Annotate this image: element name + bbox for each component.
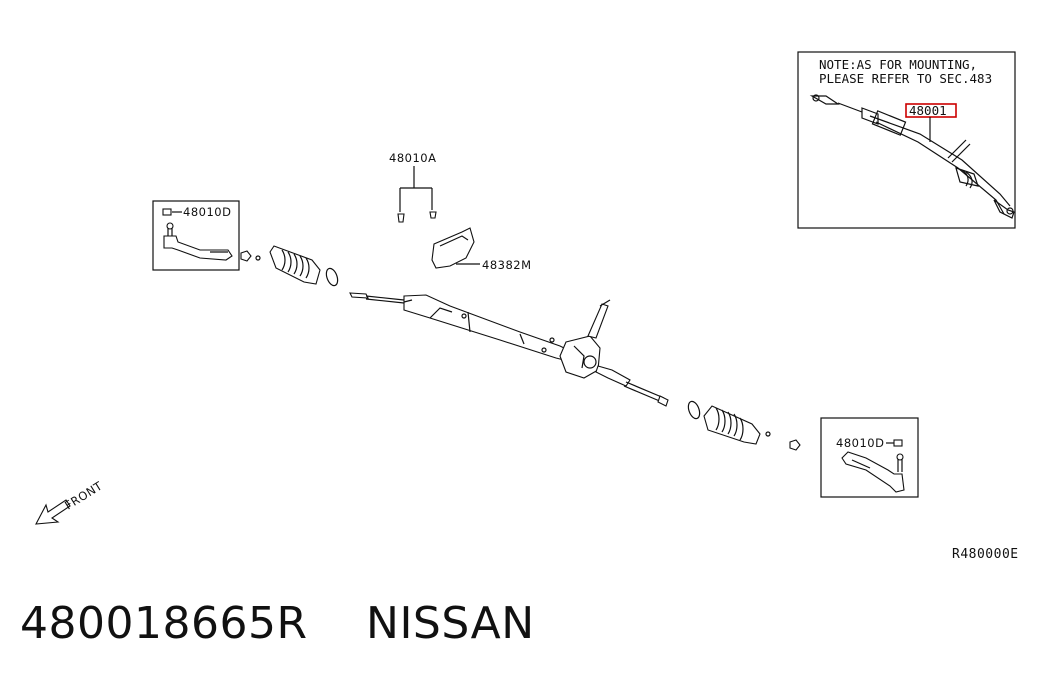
boot-band-left — [325, 267, 339, 287]
insulator: 48382M — [431, 227, 532, 272]
note-line-1: NOTE:AS FOR MOUNTING, — [819, 57, 977, 72]
inset-panel: NOTE:AS FOR MOUNTING, PLEASE REFER TO SE… — [797, 51, 1016, 229]
nut-right — [789, 439, 801, 451]
label-48382m[interactable]: 48382M — [482, 258, 532, 272]
front-arrow-icon — [35, 499, 71, 525]
tie-rod-end-right — [841, 451, 905, 493]
note-line-2: PLEASE REFER TO SEC.483 — [819, 71, 992, 86]
right-tie-rod-end-panel: 48010D — [820, 417, 919, 498]
nut-left — [240, 250, 252, 262]
left-tie-rod-end-panel: 48010D — [152, 200, 240, 271]
front-direction-indicator: FRONT — [35, 478, 105, 525]
washer-left — [255, 255, 261, 261]
part-number: 480018665R — [20, 598, 308, 649]
brand-name: NISSAN — [366, 598, 535, 649]
label-48010d-left[interactable]: 48010D — [183, 205, 231, 219]
label-48010d-right[interactable]: 48010D — [836, 436, 884, 450]
washer-right — [765, 431, 771, 437]
figure-code: R480000E — [952, 547, 1019, 562]
clip-icon — [893, 439, 903, 447]
inset-assembly-drawing — [809, 94, 1015, 219]
part-caption: 480018665R NISSAN — [20, 598, 535, 649]
steering-gear-assembly[interactable] — [349, 292, 669, 407]
dust-boot-left — [269, 245, 321, 285]
clip-icon — [162, 208, 172, 216]
label-48010a[interactable]: 48010A — [389, 151, 436, 165]
clip-icon — [397, 213, 405, 223]
clip-group-top: 48010A — [389, 151, 437, 223]
tie-rod-end-left — [163, 222, 233, 261]
front-label: FRONT — [62, 478, 105, 512]
boot-band-right — [687, 400, 701, 420]
dust-boot-right — [703, 405, 761, 445]
inset-part-highlight[interactable] — [905, 103, 957, 118]
clip-icon — [429, 211, 437, 219]
inset-part-label[interactable]: 48001 — [909, 103, 947, 118]
